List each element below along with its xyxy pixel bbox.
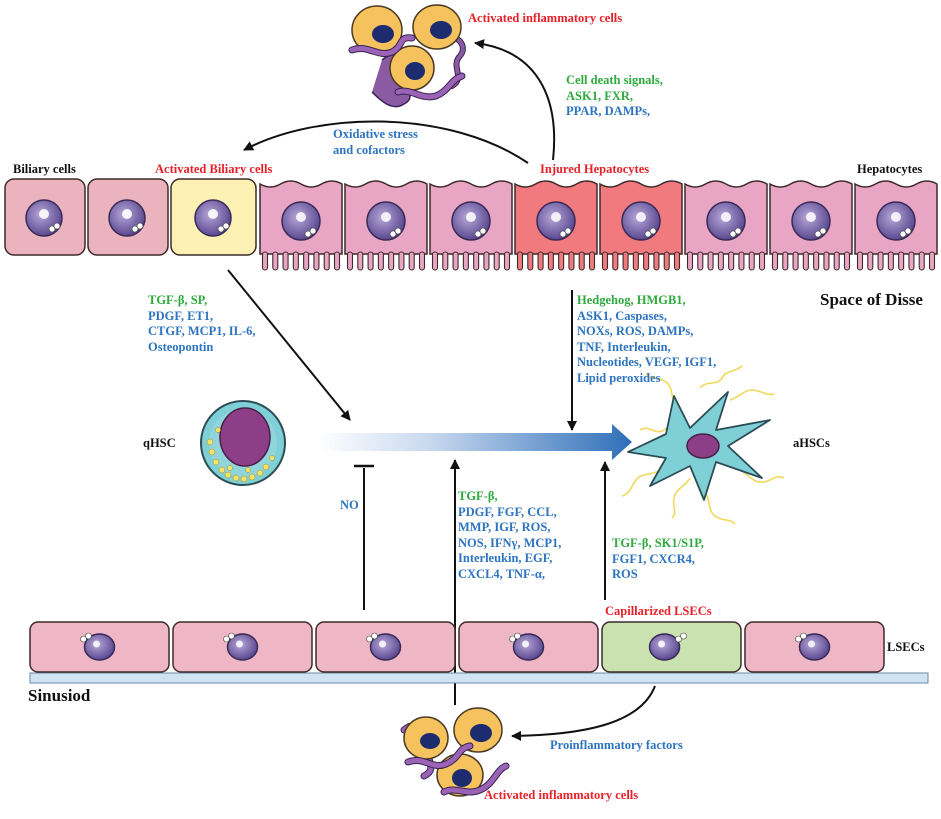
- factor-line: TGF-β, SP,: [148, 293, 208, 307]
- top-cell-row: [4, 178, 257, 256]
- label-proinflammatory-factors: Proinflammatory factors: [550, 738, 683, 752]
- label-activated-inflammatory-bottom: Activated inflammatory cells: [484, 788, 639, 802]
- activated-hsc-cell: [621, 365, 785, 525]
- factor-line: TGF-β, SK1/S1P,: [612, 536, 704, 550]
- label-qhsc: qHSC: [143, 436, 176, 450]
- hepatocyte: [854, 180, 938, 271]
- label-activated-inflammatory-top: Activated inflammatory cells: [468, 11, 623, 25]
- factor-line: Cell death signals,: [566, 73, 663, 87]
- sinusoid-base: [29, 672, 929, 684]
- label-lsecs: LSECs: [887, 640, 925, 654]
- factor-line: Lipid peroxides: [577, 370, 661, 385]
- hepatocyte: [344, 180, 428, 271]
- arrow-injured-to-inflammatory: [474, 39, 556, 161]
- factor-line: ROS: [612, 567, 638, 581]
- factor-line: ASK1, FXR,: [566, 88, 634, 103]
- factor-line: Osteopontin: [148, 339, 214, 354]
- biliary-cell: [87, 178, 169, 256]
- factor-line: CXCL4, TNF-α,: [458, 566, 545, 581]
- label-capillarized-lsecs: Capillarized LSECs: [605, 604, 712, 618]
- factor-line: PPAR, DAMPs,: [566, 104, 651, 118]
- factor-line: PDGF, ET1,: [148, 308, 214, 323]
- label-sinusoid: Sinusiod: [28, 686, 91, 705]
- biliary-factors: TGF-β, SP, PDGF, ET1, CTGF, MCP1, IL-6, …: [148, 293, 256, 355]
- factor-line: FGF1, CXCR4,: [612, 551, 695, 566]
- lsec-cell: [744, 621, 885, 673]
- factor-line: NOXs, ROS, DAMPs,: [577, 324, 694, 338]
- arrow-biliary-to-hsc: [227, 269, 351, 421]
- label-activated-biliary-cells: Activated Biliary cells: [155, 162, 273, 176]
- factor-line: Hedgehog, HMGB1,: [577, 293, 686, 307]
- hepatocyte: [684, 180, 768, 271]
- hepatocyte-row: [259, 180, 938, 271]
- hepatocyte: [769, 180, 853, 271]
- activated-biliary-cell: [170, 178, 257, 256]
- lsec-cell: [458, 621, 599, 673]
- inflammatory-cluster-top: [348, 4, 466, 108]
- biliary-cell: [4, 178, 86, 256]
- hepatocyte: [429, 180, 513, 271]
- lsec-factors: TGF-β, SK1/S1P, FGF1, CXCR4, ROS: [612, 536, 704, 583]
- factor-line: ASK1, Caspases,: [577, 308, 667, 323]
- quiescent-hsc-cell: [200, 400, 286, 486]
- factor-line: MMP, IGF, ROS,: [458, 520, 551, 534]
- no-inhibition-line: [354, 464, 374, 610]
- factor-line: TNF, Interleukin,: [577, 339, 671, 354]
- injured-hepatocyte: [514, 180, 598, 271]
- label-no: NO: [340, 498, 359, 512]
- arrow-lsec-to-inflammatory: [511, 685, 656, 741]
- inflammatory-cluster-bottom: [400, 707, 510, 797]
- factor-line: TGF-β,: [458, 489, 498, 503]
- injured-hepatocyte: [599, 180, 683, 271]
- lsec-cell: [29, 621, 170, 673]
- factor-line: Interleukin, EGF,: [458, 551, 553, 565]
- lsec-row: [29, 621, 885, 673]
- arrow-injured-to-biliary: [243, 120, 529, 164]
- factor-line: Oxidative stress: [333, 127, 418, 141]
- label-space-of-disse: Space of Disse: [820, 290, 923, 309]
- label-injured-hepatocytes: Injured Hepatocytes: [540, 162, 650, 176]
- hepatocyte: [259, 180, 343, 271]
- factor-line: CTGF, MCP1, IL-6,: [148, 324, 256, 338]
- lsec-cell: [172, 621, 313, 673]
- capillarized-lsec-cell: [601, 621, 742, 673]
- factor-line: Nucleotides, VEGF, IGF1,: [577, 355, 717, 369]
- lsec-cell: [315, 621, 456, 673]
- label-hepatocytes: Hepatocytes: [857, 162, 923, 176]
- label-biliary-cells: Biliary cells: [13, 162, 76, 176]
- factor-line: NOS, IFNγ, MCP1,: [458, 535, 562, 550]
- oxidative-stress-factors: Oxidative stress and cofactors: [333, 127, 418, 158]
- hsc-activation-arrow: [318, 424, 632, 460]
- inflammatory-factors: TGF-β, PDGF, FGF, CCL, MMP, IGF, ROS, NO…: [458, 489, 561, 582]
- cell-death-factors: Cell death signals, ASK1, FXR, PPAR, DAM…: [566, 73, 663, 120]
- hepatocyte-factors: Hedgehog, HMGB1, ASK1, Caspases, NOXs, R…: [577, 293, 716, 386]
- label-ahscs: aHSCs: [793, 436, 830, 450]
- factor-line: PDGF, FGF, CCL,: [458, 504, 557, 519]
- factor-line: and cofactors: [333, 142, 405, 157]
